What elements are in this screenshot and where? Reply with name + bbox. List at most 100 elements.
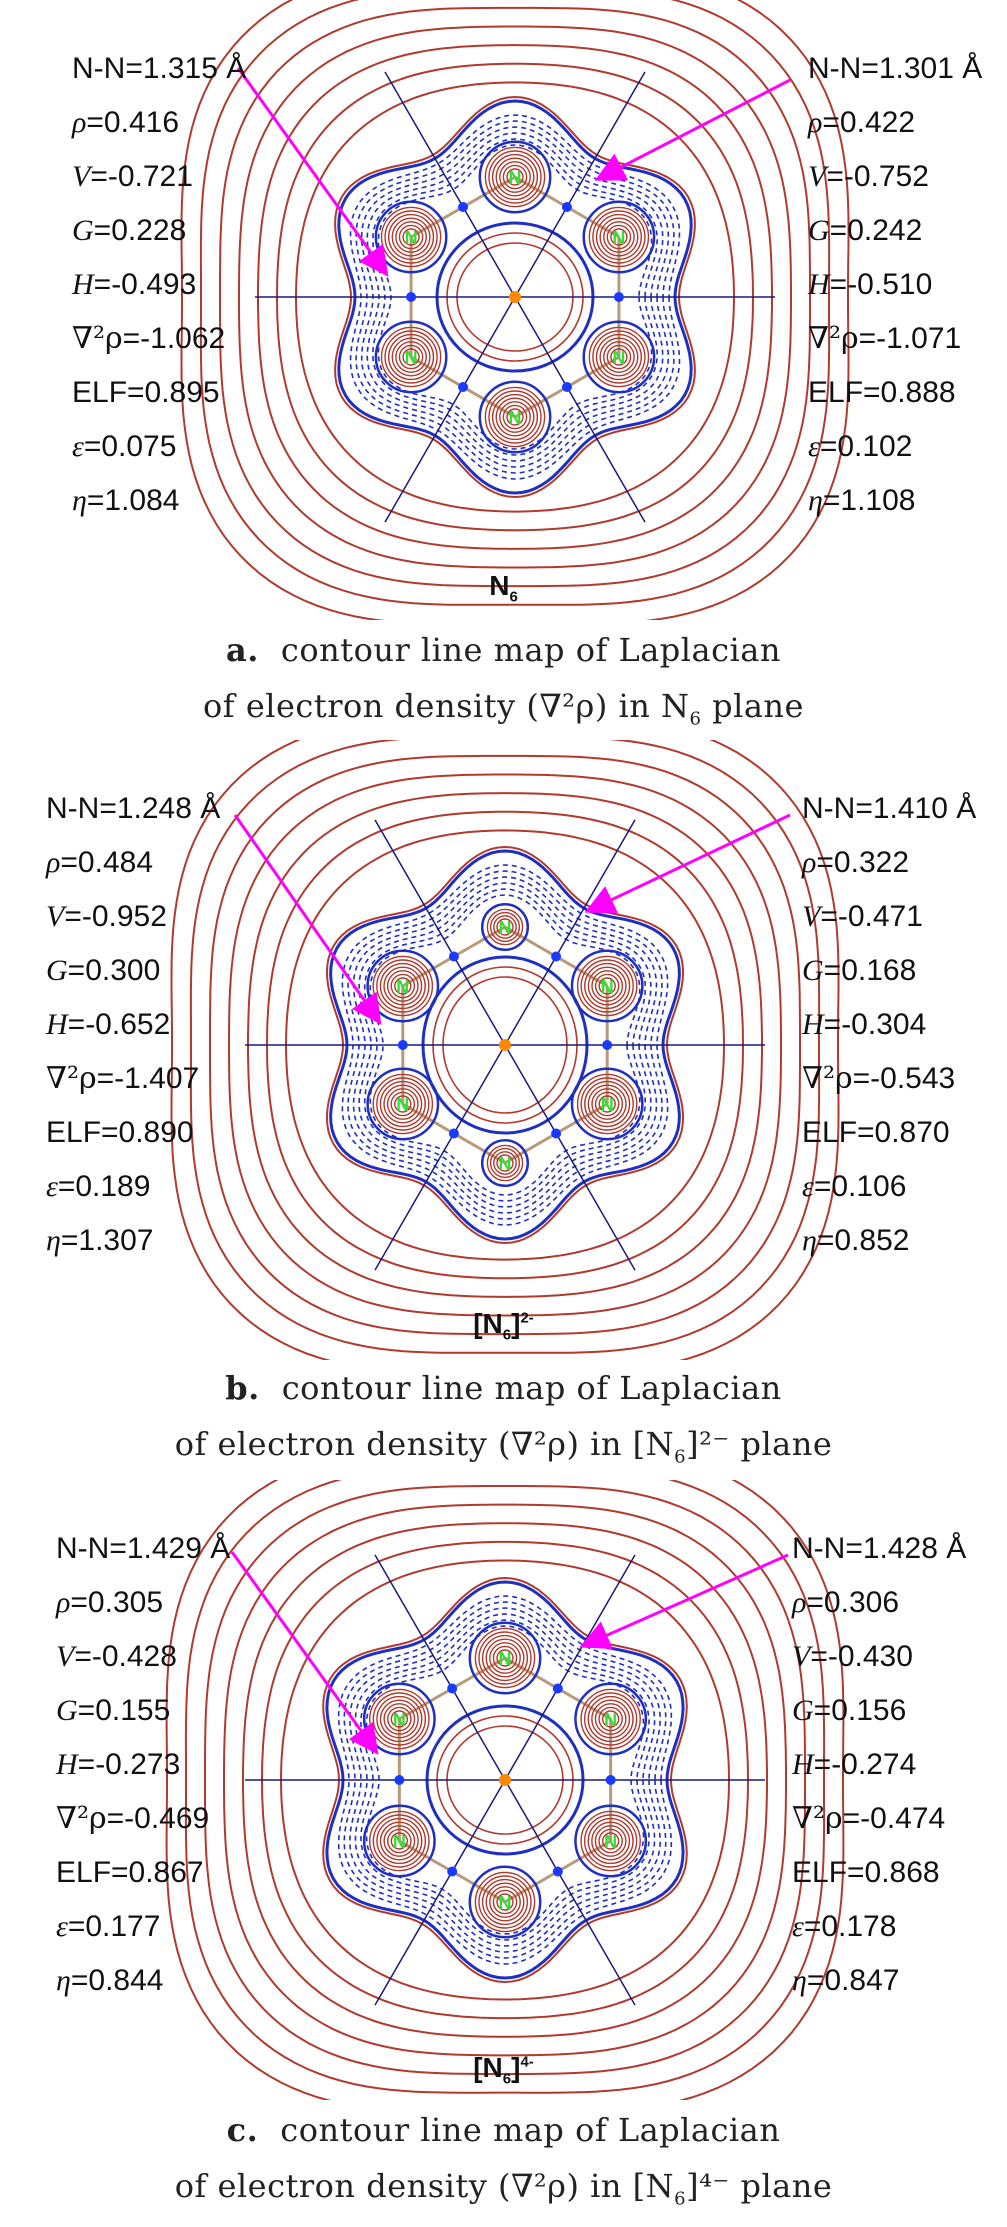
g-value: =0.156 [813,1694,907,1727]
h-value: =-0.304 [823,1008,927,1041]
eta-value: =0.847 [806,1964,900,1997]
atom-shell-contour [582,200,656,274]
v-value: =-0.471 [820,900,923,933]
figure-caption-a: a.contour line map of Laplacian of elect… [0,622,1007,747]
elf-value: ELF=0.870 [802,1116,950,1149]
atom-label: N [601,1095,614,1115]
atom-shell-contour [468,1621,542,1695]
bond-length-left: N-N=1.429 Å [56,1532,231,1565]
g-value: =0.300 [67,954,161,987]
atom-core-contour [583,1814,638,1868]
atom-label: N [499,1649,512,1669]
h-value: =-0.652 [67,1008,171,1041]
atom-core-contour [592,330,646,384]
h-symbol: H [808,268,830,301]
bond-critical-point [552,1683,563,1694]
atom-core-contour [474,1627,536,1689]
laplacian-value: =-0.469 [106,1802,210,1835]
epsilon-symbol: ε [792,1910,804,1943]
atom-label: N [604,1710,617,1730]
atom-core-contour [489,911,521,943]
laplacian-symbol: ∇²ρ [808,321,859,356]
epsilon-value: =0.106 [813,1170,907,1203]
ring-critical-point [499,1774,511,1786]
atom-core-contour [376,1817,423,1865]
atom-shell-contour [366,949,440,1023]
caption-label: a. [226,631,259,669]
atom-core-contour [384,210,438,264]
bond-critical-point [552,1866,563,1877]
atom-core-contour [603,221,635,253]
atom-label: N [393,1832,406,1852]
atom-core-contour [595,213,643,261]
laplacian-value: =-0.474 [842,1802,946,1835]
elf-value: ELF=0.888 [808,376,956,409]
v-symbol: V [792,1640,811,1673]
atom-core-contour [576,955,638,1017]
eta-symbol: η [802,1224,817,1257]
elf-value: ELF=0.868 [792,1856,940,1889]
atom-core-contour [369,1688,430,1750]
atom-core-contour [484,386,546,448]
atom-core-contour [391,217,431,257]
atom-core-contour [394,977,412,995]
atom-core-contour [395,341,427,373]
atom-core-contour [386,970,419,1002]
epsilon-symbol: ε [802,1170,814,1203]
rho-value: =0.422 [822,106,915,139]
atom-shell-contour [362,1682,436,1756]
epsilon-value: =0.189 [57,1170,151,1203]
positive-contour [223,1503,787,2057]
v-symbol: V [802,900,821,933]
atom-core-contour [592,210,646,264]
atom-label: N [405,228,418,248]
g-value: =0.155 [77,1694,171,1727]
caption-label: b. [225,1369,260,1407]
v-value: =-0.428 [74,1640,177,1673]
atom-core-contour [488,150,542,204]
atom-label: N [499,918,512,938]
atom-shell-contour [570,949,644,1023]
atom-label: N [499,1893,512,1913]
h-value: =-0.273 [77,1748,181,1781]
atom-core-contour [506,408,524,426]
right-values-c: N-N=1.428 Å ρ=0.306 V=-0.430 G=0.156 H=-… [792,1522,966,2008]
h-symbol: H [46,1008,68,1041]
atom-shell-contour [468,1865,542,1939]
g-symbol: G [802,954,824,987]
arrow-to-bond-left [233,814,382,1025]
eta-value: =0.844 [70,1964,164,1997]
eta-value: =0.852 [816,1224,910,1257]
bond-critical-point [458,202,469,212]
atom-core-contour [486,908,524,946]
v-value: =-0.430 [810,1640,913,1673]
atom-core-contour [587,966,627,1006]
left-values-b: N-N=1.248 Å ρ=0.484 V=-0.952 G=0.300 H=-… [46,782,220,1268]
atom-core-contour [591,1088,624,1120]
rho-value: =0.306 [806,1586,899,1619]
atom-label: N [612,228,625,248]
positive-contour [219,6,811,588]
rho-value: =0.322 [816,846,909,879]
atom-core-contour [486,1144,524,1182]
v-symbol: V [808,160,827,193]
v-symbol: V [72,160,91,193]
atom-core-contour [502,404,528,430]
atom-core-contour [369,1810,430,1872]
atom-core-contour [591,970,624,1002]
atom-core-contour [489,1147,521,1179]
atom-core-contour [372,1073,434,1135]
epsilon-symbol: ε [808,430,820,463]
atom-core-contour [398,344,424,370]
arrow-to-bond-right [584,813,791,914]
atom-core-contour [499,401,531,433]
atom-shell-contour [374,200,448,274]
laplacian-value: =-0.543 [852,1062,956,1095]
atom-core-contour [402,228,420,246]
positive-contour [238,25,792,569]
bond-length-left: N-N=1.248 Å [46,792,221,825]
positive-contour [204,1485,806,2075]
v-value: =-0.752 [826,160,929,193]
atom-core-contour [493,915,517,939]
